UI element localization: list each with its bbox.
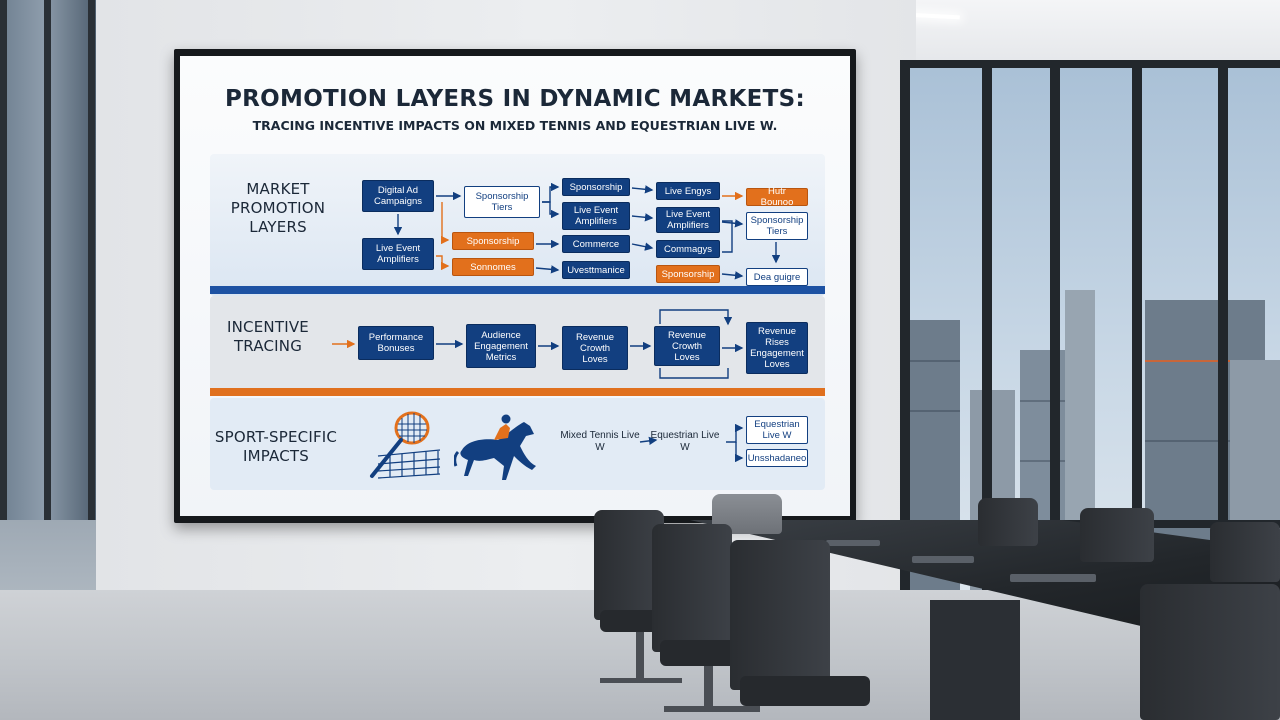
- market-box: Sonnomes: [452, 258, 534, 276]
- chair: [652, 524, 732, 652]
- sport-box: Unsshadaneo: [746, 449, 808, 467]
- market-box: Commerce: [562, 235, 630, 253]
- table-device: [1010, 574, 1096, 582]
- market-box: Sponsorship Tiers: [746, 212, 808, 240]
- market-box: Sponsorship: [452, 232, 534, 250]
- market-box: Live Event Amplifiers: [562, 202, 630, 230]
- sport-section-label: SPORT-SPECIFIC IMPACTS: [214, 428, 338, 465]
- chair: [1140, 584, 1280, 720]
- chair: [1210, 522, 1280, 582]
- equestrian-text: Equestrian Live W: [650, 430, 720, 453]
- chair-seat: [740, 676, 870, 706]
- slide-subtitle: TRACING INCENTIVE IMPACTS ON MIXED TENNI…: [252, 118, 778, 133]
- market-box: Sponsorship: [656, 265, 720, 283]
- market-box: Sponsorship Tiers: [464, 186, 540, 218]
- market-box: Commagys: [656, 240, 720, 258]
- chair: [1080, 508, 1154, 562]
- orange-divider: [210, 388, 825, 396]
- incentive-box: Performance Bonuses: [358, 326, 434, 360]
- chair: [978, 498, 1038, 546]
- table-device: [912, 556, 974, 563]
- market-section-label: MARKET PROMOTION LAYERS: [230, 180, 326, 236]
- incentive-box: Revenue Rises Engagement Loves: [746, 322, 808, 374]
- chair: [730, 540, 830, 690]
- blue-divider: [210, 286, 825, 294]
- incentive-box: Revenue Crowth Loves: [654, 326, 720, 366]
- incentive-box: Audience Engagement Metrics: [466, 324, 536, 368]
- chair-base: [704, 666, 713, 710]
- market-box: Digital Ad Campaigns: [362, 180, 434, 212]
- sport-box: Equestrian Live W: [746, 416, 808, 444]
- tennis-racket-icon: [370, 411, 441, 479]
- incentive-box: Revenue Crowth Loves: [562, 326, 628, 370]
- slide-title: PROMOTION LAYERS IN DYNAMIC MARKETS:: [225, 86, 805, 112]
- table-device: [826, 540, 880, 546]
- market-box: Uvesttmanice: [562, 261, 630, 279]
- market-box: Dea guigre: [746, 268, 808, 286]
- table-leg: [930, 600, 1020, 720]
- mixed-tennis-text: Mixed Tennis Live W: [560, 430, 640, 453]
- market-box: Sponsorship: [562, 178, 630, 196]
- horse-rider-icon: [454, 414, 536, 480]
- chair-base: [636, 632, 644, 682]
- market-box: Live Event Amplifiers: [656, 207, 720, 233]
- chair-base: [664, 706, 760, 712]
- market-box: Hutr Bounoo: [746, 186, 808, 208]
- incentive-section-label: INCENTIVE TRACING: [227, 318, 309, 355]
- market-box: Live Event Amplifiers: [362, 238, 434, 270]
- chair-base: [600, 678, 682, 683]
- market-box: Live Engys: [656, 182, 720, 200]
- presentation-screen: PROMOTION LAYERS IN DYNAMIC MARKETS: TRA…: [180, 56, 850, 516]
